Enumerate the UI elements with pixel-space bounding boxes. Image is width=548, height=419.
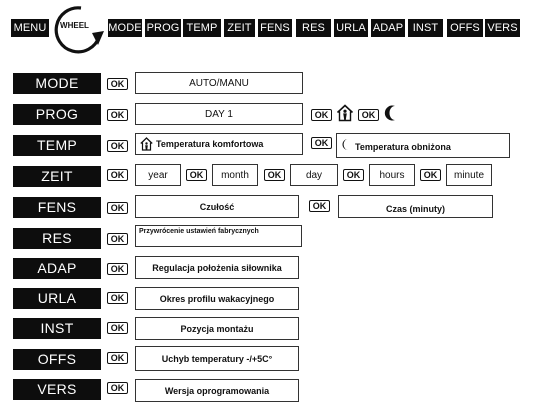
zeit-year-field: year — [135, 164, 181, 186]
fens-sensitivity-box: Czułość — [135, 195, 299, 218]
zeit-month-ok-button[interactable]: OK — [186, 169, 207, 181]
wheel-rotate-icon — [54, 6, 104, 54]
mode-ok-button[interactable]: OK — [107, 78, 128, 90]
vers-value-box: Wersja oprogramowania — [135, 379, 299, 402]
urla-ok-button[interactable]: OK — [107, 292, 128, 304]
home-person-icon — [336, 104, 354, 122]
res-label-bar: RES — [13, 228, 101, 249]
zeit-label-bar: ZEIT — [13, 166, 101, 187]
adap-label-bar: ADAP — [13, 258, 101, 279]
offs-value-box: Uchyb temperatury -/+5C° — [135, 346, 299, 371]
fens-label-bar: FENS — [13, 197, 101, 218]
prog-label-bar: PROG — [13, 104, 101, 125]
temp-label-bar: TEMP — [13, 135, 101, 156]
temp-comfort-box: Temperatura komfortowa — [135, 133, 303, 155]
urla-label-bar: URLA — [13, 288, 101, 309]
offs-ok-button[interactable]: OK — [107, 352, 128, 364]
home-icon — [140, 137, 153, 154]
tab-mode[interactable]: MODE — [108, 19, 142, 37]
adap-value-box: Regulacja położenia siłownika — [135, 256, 299, 279]
vers-label-bar: VERS — [13, 379, 101, 400]
offs-label-bar: OFFS — [13, 349, 101, 370]
tab-urla[interactable]: URLA — [334, 19, 368, 37]
tab-offs[interactable]: OFFS — [447, 19, 483, 37]
menu-tab[interactable]: MENU — [11, 19, 49, 37]
mode-label-bar: MODE — [13, 73, 101, 94]
tab-prog[interactable]: PROG — [145, 19, 181, 37]
zeit-month-field: month — [212, 164, 258, 186]
temp-comfort-ok-button[interactable]: OK — [107, 140, 128, 152]
tab-res[interactable]: RES — [296, 19, 331, 37]
zeit-day-field: day — [290, 164, 338, 186]
vers-ok-button[interactable]: OK — [107, 382, 128, 394]
zeit-year-ok-button[interactable]: OK — [107, 169, 128, 181]
tab-fens[interactable]: FENS — [258, 19, 292, 37]
wheel-label: WHEEL — [60, 21, 89, 30]
temp-reduced-ok-button[interactable]: OK — [311, 137, 332, 149]
temp-reduced-box: Temperatura obniżona — [336, 133, 510, 158]
temp-comfort-text: Temperatura komfortowa — [156, 139, 264, 149]
res-value-box: Przywrócenie ustawień fabrycznych — [135, 225, 302, 247]
inst-label-bar: INST — [13, 318, 101, 339]
tab-temp[interactable]: TEMP — [183, 19, 221, 37]
fens-sensitivity-ok-button[interactable]: OK — [107, 202, 128, 214]
tab-zeit[interactable]: ZEIT — [224, 19, 255, 37]
inst-ok-button[interactable]: OK — [107, 322, 128, 334]
prog-home-ok-button[interactable]: OK — [311, 109, 332, 121]
tab-adap[interactable]: ADAP — [371, 19, 405, 37]
zeit-minute-ok-button[interactable]: OK — [420, 169, 441, 181]
moon-icon-small — [341, 138, 351, 154]
moon-icon — [383, 104, 401, 122]
mode-value-box: AUTO/MANU — [135, 72, 303, 94]
tab-vers[interactable]: VERS — [485, 19, 520, 37]
fens-time-ok-button[interactable]: OK — [309, 200, 330, 212]
inst-value-box: Pozycja montażu — [135, 317, 299, 340]
adap-ok-button[interactable]: OK — [107, 263, 128, 275]
prog-moon-ok-button[interactable]: OK — [358, 109, 379, 121]
zeit-day-ok-button[interactable]: OK — [264, 169, 285, 181]
urla-value-box: Okres profilu wakacyjnego — [135, 287, 299, 310]
zeit-hours-ok-button[interactable]: OK — [343, 169, 364, 181]
prog-value-box: DAY 1 — [135, 103, 303, 125]
res-ok-button[interactable]: OK — [107, 233, 128, 245]
prog-ok-button[interactable]: OK — [107, 109, 128, 121]
temp-reduced-text: Temperatura obniżona — [355, 142, 451, 152]
tab-inst[interactable]: INST — [408, 19, 443, 37]
zeit-minute-field: minute — [446, 164, 492, 186]
fens-time-box: Czas (minuty) — [338, 195, 493, 218]
zeit-hours-field: hours — [369, 164, 415, 186]
